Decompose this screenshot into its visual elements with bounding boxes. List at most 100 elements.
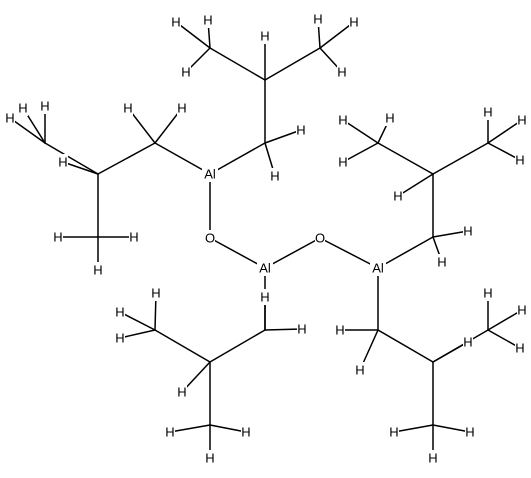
bond-al1-a1 [209, 142, 266, 175]
hydrogen-atom: H [151, 285, 161, 301]
atom-symbol: H [515, 153, 524, 168]
hydrogen-atom: H [53, 229, 63, 245]
bond-c4-h [169, 424, 211, 433]
bond-b2-h [62, 161, 99, 175]
bond-c4-h [209, 424, 247, 433]
bond-al1-b1 [154, 142, 211, 175]
atom-symbol: H [465, 425, 474, 440]
atom-symbol: Al [372, 261, 384, 276]
bond-al3-d1 [377, 236, 434, 269]
hydrogen-atom: H [270, 168, 280, 184]
bond-o2-al3 [319, 237, 379, 269]
hydrogen-atom: H [203, 12, 213, 28]
bond-c1-h [264, 328, 303, 331]
hydrogen-atom: H [515, 340, 525, 356]
bond-d2-d3 [377, 142, 434, 175]
hydrogen-atom: H [241, 424, 251, 440]
atom-symbol: H [40, 99, 49, 114]
bond-a1-h [264, 129, 302, 144]
atom-symbol: H [18, 101, 27, 116]
hydrogen-atom: H [260, 289, 270, 305]
bond-d2-h [397, 173, 434, 197]
bond-c3-h [119, 311, 156, 331]
atom-symbol: H [129, 230, 138, 245]
atom-symbol: H [428, 451, 437, 466]
hydrogen-atom: H [335, 322, 345, 338]
atom-symbol: H [205, 451, 214, 466]
atom-symbol: Al [259, 261, 271, 276]
hydrogen-atom: H [260, 28, 270, 44]
bond-layer [9, 18, 523, 459]
atom-symbol: H [517, 113, 526, 128]
hydrogen-atom: H [165, 424, 175, 440]
atom-symbol: H [515, 341, 524, 356]
atom-symbol: H [337, 65, 346, 80]
bond-a2-a4 [264, 47, 321, 81]
hydrogen-atom: H [483, 285, 493, 301]
bond-d4-h [487, 119, 523, 144]
hydrogen-atom: H [355, 362, 365, 378]
atom-symbol: O [315, 231, 325, 246]
bond-d1-h [432, 230, 469, 238]
hydrogen-atom: H [393, 188, 403, 204]
bond-b1-b2 [97, 142, 156, 175]
hydrogen-atom: H [177, 100, 187, 116]
atom-symbol: H [437, 255, 446, 270]
bond-e1-e2 [377, 329, 434, 363]
bond-a4-h [319, 21, 355, 49]
hydrogen-atom: H [463, 334, 473, 350]
bond-a2-a3 [209, 47, 266, 81]
bond-c1-c2 [209, 329, 266, 363]
atom-symbol: H [93, 263, 102, 278]
atom-symbol: H [177, 385, 186, 400]
bond-e2-h [432, 341, 469, 363]
atom-symbol: H [338, 155, 347, 170]
atom-symbol: H [260, 29, 269, 44]
bond-c3-h [119, 329, 156, 339]
atom-symbol: H [203, 13, 212, 28]
aluminium-atom-al3: Al [370, 260, 386, 276]
hydrogen-atom: H [5, 110, 15, 126]
atom-symbol: H [270, 169, 279, 184]
hydrogen-atom: H [93, 262, 103, 278]
atom-symbol: H [296, 123, 305, 138]
atom-symbol: H [349, 15, 358, 30]
bond-d3-h [342, 142, 379, 163]
hydrogen-atom: H [177, 384, 187, 400]
hydrogen-atom: H [181, 64, 191, 80]
atom-symbol: H [151, 286, 160, 301]
atom-symbol: H [5, 111, 14, 126]
atom-symbol: H [260, 290, 269, 305]
atom-symbol: H [241, 425, 250, 440]
hydrogen-atom: H [313, 11, 323, 27]
bond-o1-al2 [209, 237, 266, 269]
atom-symbol: H [335, 323, 344, 338]
hydrogen-atom: H [428, 450, 438, 466]
atom-symbol: H [385, 111, 394, 126]
hydrogen-atom: H [297, 321, 307, 337]
hydrogen-atom: H [385, 110, 395, 126]
bond-d2-d4 [432, 142, 489, 175]
atom-symbol: H [463, 335, 472, 350]
hydrogen-atom: H [515, 152, 525, 168]
atom-symbol: H [463, 224, 472, 239]
hydrogen-atom: H [463, 223, 473, 239]
hydrogen-atom: H [129, 229, 139, 245]
hydrogen-atom: H [437, 254, 447, 270]
atom-symbol: H [338, 113, 347, 128]
atom-symbol: H [115, 305, 124, 320]
bond-e4-h [432, 424, 471, 433]
hydrogen-atom: H [18, 100, 28, 116]
bond-c2-c3 [154, 329, 211, 363]
atom-symbol: H [171, 15, 180, 30]
bond-d4-h [487, 142, 521, 161]
bond-al2-o2 [264, 237, 321, 269]
atom-symbol: H [58, 155, 67, 170]
hydrogen-atom: H [171, 14, 181, 30]
hydrogen-atom: H [123, 100, 133, 116]
oxygen-atom-o2: O [315, 230, 325, 246]
hydrogen-atom: H [517, 112, 527, 128]
hydrogen-atom: H [349, 14, 359, 30]
